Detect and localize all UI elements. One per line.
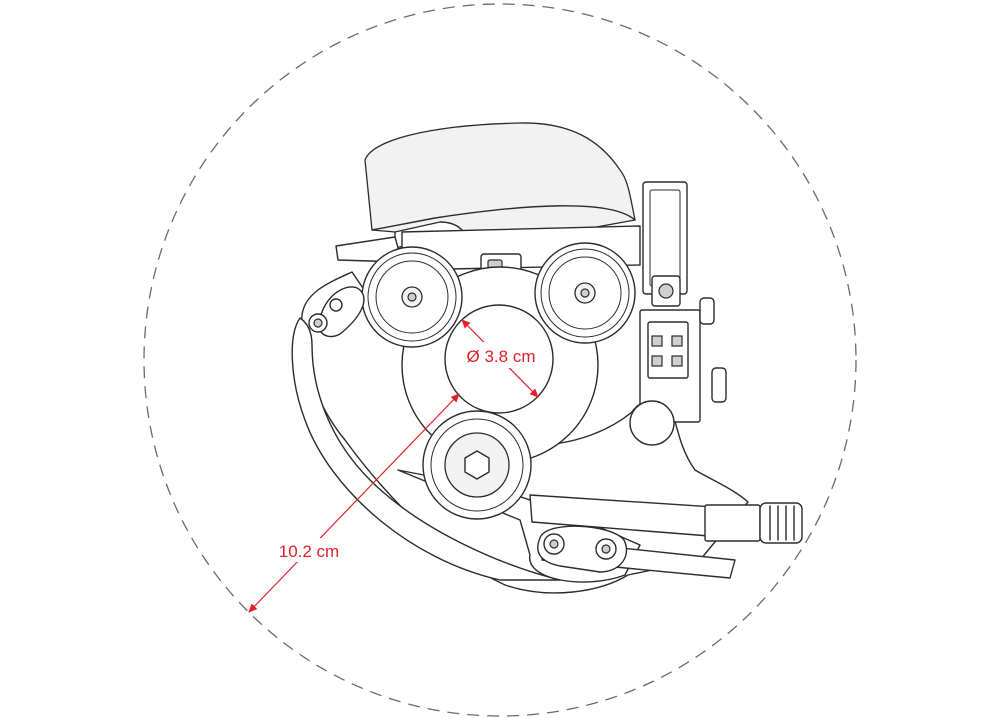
link-lever <box>537 525 628 573</box>
left-lever <box>308 286 365 338</box>
outer-dimension-arrow <box>248 393 460 613</box>
outer-label-backdrop <box>270 538 348 562</box>
cover-front-edge <box>371 205 636 231</box>
inner-label-backdrop <box>460 342 542 368</box>
right-roller <box>534 242 636 344</box>
left-roller <box>361 246 463 348</box>
lower-knob <box>422 410 532 520</box>
side-bracket <box>629 181 727 446</box>
outer-range-circle <box>143 3 857 717</box>
inner-dimension-label: Ø 3.8 cm <box>467 347 536 366</box>
outer-dimension-label: 10.2 cm <box>279 542 339 561</box>
